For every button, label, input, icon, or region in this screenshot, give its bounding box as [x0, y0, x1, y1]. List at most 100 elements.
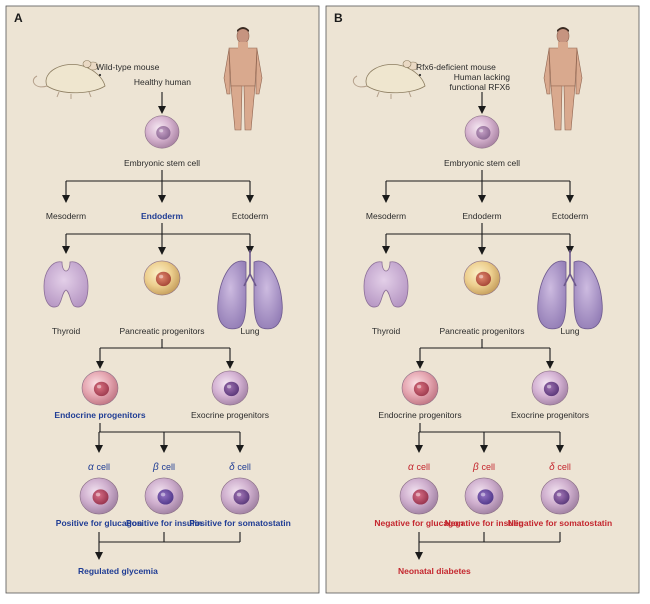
mouse-body	[365, 64, 426, 94]
outcome-label: Neonatal diabetes	[398, 566, 471, 576]
exocrine-progenitor-cell-highlight	[226, 384, 232, 389]
delta-cell-nucleus	[553, 489, 570, 505]
human-neck	[238, 42, 248, 49]
stem-cell-nucleus	[156, 126, 171, 140]
lung-icon	[217, 250, 283, 330]
stem-cell-label: Embryonic stem cell	[124, 158, 200, 168]
human-leg-left	[230, 85, 243, 131]
human-leg-left	[550, 85, 563, 131]
human-arm-left	[223, 48, 231, 95]
mouse-feet	[56, 91, 92, 99]
pancreatic-progenitor-cell-highlight	[478, 274, 484, 279]
delta-word: cell	[237, 462, 251, 472]
beta-cell-name: β cell	[152, 462, 175, 473]
stem-cell	[144, 115, 180, 149]
germ-layer-endoderm: Endoderm	[462, 211, 501, 221]
lung-icon	[537, 250, 603, 330]
exocrine-progenitors-label: Exocrine progenitors	[191, 410, 269, 420]
endocrine-progenitor-cell	[401, 370, 439, 406]
endocrine-progenitor-cell-highlight	[416, 384, 422, 389]
lung-right	[573, 260, 603, 330]
endocrine-progenitor-cell-nucleus	[93, 381, 110, 397]
alpha-cell-nucleus	[92, 489, 109, 505]
delta-cell-name: δ cell	[229, 462, 251, 473]
exocrine-progenitor-cell	[211, 370, 249, 406]
beta-cell-highlight	[160, 492, 166, 497]
beta-cell-highlight	[480, 492, 486, 497]
beta-cell-nucleus	[157, 489, 174, 505]
endocrine-progenitor-cell	[81, 370, 119, 406]
human-head	[556, 28, 570, 44]
organ-lung-label: Lung	[561, 326, 580, 336]
stem-cell-highlight	[479, 128, 484, 133]
mouse-icon	[352, 60, 426, 99]
alpha-greek: α	[408, 462, 416, 473]
mouse-feet	[376, 91, 412, 99]
delta-word: cell	[557, 462, 571, 472]
pancreatic-progenitor-cell	[143, 260, 181, 296]
delta-cell-highlight	[236, 492, 242, 497]
alpha-result-label: Positive for glucagon	[56, 518, 142, 528]
human-hair	[237, 27, 249, 32]
alpha-cell-highlight	[415, 492, 421, 497]
outcome-label: Regulated glycemia	[78, 566, 158, 576]
human-leg-right	[243, 85, 256, 131]
human-figure-icon	[543, 27, 583, 131]
exocrine-progenitors-label: Exocrine progenitors	[511, 410, 589, 420]
human-label-line2: functional RFX6	[450, 82, 511, 92]
lung-trachea	[243, 250, 257, 287]
stem-cell-label: Embryonic stem cell	[444, 158, 520, 168]
mouse-ear	[402, 60, 412, 68]
organ-thyroid-label: Thyroid	[52, 326, 81, 336]
exocrine-progenitor-cell-nucleus	[223, 381, 239, 397]
alpha-cell-nucleus	[412, 489, 429, 505]
pancreatic-progenitor-cell-nucleus	[155, 271, 171, 287]
organ-lung-label: Lung	[241, 326, 260, 336]
alpha-word: cell	[416, 462, 430, 472]
beta-word: cell	[161, 462, 175, 472]
alpha-cell-name: α cell	[408, 462, 430, 473]
endocrine-progenitor-cell-highlight	[96, 384, 102, 389]
beta-cell-nucleus	[477, 489, 494, 505]
delta-cell	[540, 477, 580, 515]
thyroid-icon	[43, 261, 89, 308]
human-label-line1: Human lacking	[454, 72, 510, 82]
beta-word: cell	[481, 462, 495, 472]
pancreatic-progenitor-cell-highlight	[158, 274, 164, 279]
beta-cell	[144, 477, 184, 515]
human-label: Healthy human	[134, 77, 191, 87]
alpha-cell	[399, 477, 439, 515]
alpha-cell-highlight	[95, 492, 101, 497]
mouse-icon	[32, 60, 106, 99]
mouse-body	[45, 64, 106, 94]
lung-left	[217, 260, 247, 330]
mouse-eye	[98, 73, 102, 77]
human-torso	[228, 47, 258, 87]
organ-thyroid-label: Thyroid	[372, 326, 401, 336]
exocrine-progenitor-cell-highlight	[546, 384, 552, 389]
pancreatic-progenitor-cell-nucleus	[475, 271, 491, 287]
germ-layer-ectoderm: Ectoderm	[552, 211, 588, 221]
exocrine-progenitor-cell-nucleus	[543, 381, 559, 397]
alpha-word: cell	[96, 462, 110, 472]
delta-cell-highlight	[556, 492, 562, 497]
mouse-eye	[418, 73, 422, 77]
alpha-greek: α	[88, 462, 96, 473]
organ-pancreatic-label: Pancreatic progenitors	[439, 326, 524, 336]
delta-result-label: Negative for somatostatin	[508, 518, 612, 528]
lung-trachea	[563, 250, 577, 287]
mouse-tail	[32, 75, 48, 88]
delta-greek: δ	[229, 462, 237, 473]
stem-cell-highlight	[159, 128, 164, 133]
organ-pancreatic-label: Pancreatic progenitors	[119, 326, 204, 336]
delta-cell	[220, 477, 260, 515]
delta-cell-nucleus	[233, 489, 250, 505]
beta-cell	[464, 477, 504, 515]
human-arm-right	[255, 48, 263, 95]
beta-greek: β	[472, 462, 482, 473]
human-hair	[557, 27, 569, 32]
